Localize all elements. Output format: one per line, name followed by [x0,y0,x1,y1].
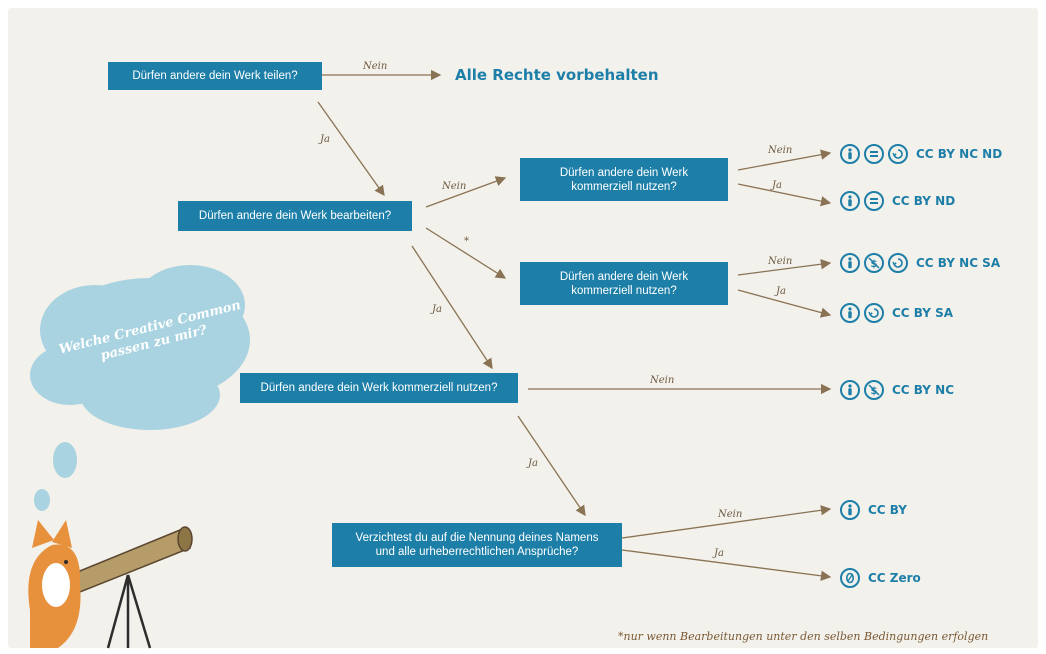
edge-label-q4-nein: Nein [768,256,793,267]
result-cc-by-nd: CC BY ND [840,190,955,212]
edge-label-q5-ja: Ja [528,458,538,469]
result-label: CC BY SA [892,306,954,320]
thought-cloud [30,265,250,511]
person-icon [840,380,860,400]
edge-q1-ja [317,101,385,197]
edge-q2-ja [411,245,493,370]
result-cc-by-nc-sa: $ CC BY NC SA [840,252,1000,274]
question-share: Dürfen andere dein Werk teilen? [108,62,322,90]
result-label: CC BY NC [892,383,954,397]
edge-label-q1-nein: Nein [363,61,388,72]
edge-q2-star [425,227,507,279]
footnote: *nur wenn Bearbeitungen unter den selben… [618,630,989,643]
result-label: CC Zero [868,571,921,585]
edge-q4-ja [737,289,832,318]
result-cc-by-nc: $ CC BY NC [840,379,954,401]
edge-q6-ja [621,549,832,581]
result-label: CC BY NC SA [916,256,1001,270]
sharealike-icon [888,253,908,273]
person-icon [840,144,860,164]
equals-icon [864,191,884,211]
no-dollar-icon: $ [864,253,884,273]
edge-label-q3-nein: Nein [768,145,793,156]
question-edit: Dürfen andere dein Werk bearbeiten? [178,201,412,231]
result-all-rights-reserved: Alle Rechte vorbehalten [455,66,659,84]
noncommercial-icon [888,144,908,164]
result-label: CC BY NC ND [916,147,1003,161]
result-cc-by: CC BY [840,499,907,521]
result-cc-zero: CC Zero [840,567,921,589]
edge-q2-nein [425,176,507,208]
zero-icon [840,568,860,588]
edge-label-q6-ja: Ja [714,548,724,559]
edge-label-q4-ja: Ja [776,286,786,297]
edge-label-q1-ja: Ja [320,134,330,145]
equals-icon [864,144,884,164]
person-icon [840,191,860,211]
person-icon [840,253,860,273]
result-label: CC BY ND [892,194,956,208]
question-waive-rights: Verzichtest du auf die Nennung deines Na… [332,523,622,567]
edge-q6-nein [621,505,832,539]
person-icon [840,303,860,323]
edge-label-q2-star: * [464,236,469,247]
result-label: CC BY [868,503,907,517]
edge-label-q3-ja: Ja [772,180,782,191]
edge-q3-nein [737,149,832,171]
edge-label-q2-nein: Nein [442,181,467,192]
result-cc-by-nc-nd: CC BY NC ND [840,143,1002,165]
fox-telescope-illustration [28,520,193,649]
sharealike-icon [864,303,884,323]
edge-q5-ja [517,415,586,517]
person-icon [840,500,860,520]
no-dollar-icon: $ [864,380,884,400]
edge-label-q2-ja: Ja [432,304,442,315]
question-commercial: Dürfen andere dein Werk kommerziell nutz… [240,373,518,403]
edge-label-q5-nein: Nein [650,375,675,386]
edge-q3-ja [737,183,832,207]
question-commercial-nd: Dürfen andere dein Werk kommerziell nutz… [520,158,728,201]
edge-label-q6-nein: Nein [718,509,743,520]
question-commercial-sa: Dürfen andere dein Werk kommerziell nutz… [520,262,728,305]
result-cc-by-sa: CC BY SA [840,302,953,324]
edge-q4-nein [737,259,832,276]
